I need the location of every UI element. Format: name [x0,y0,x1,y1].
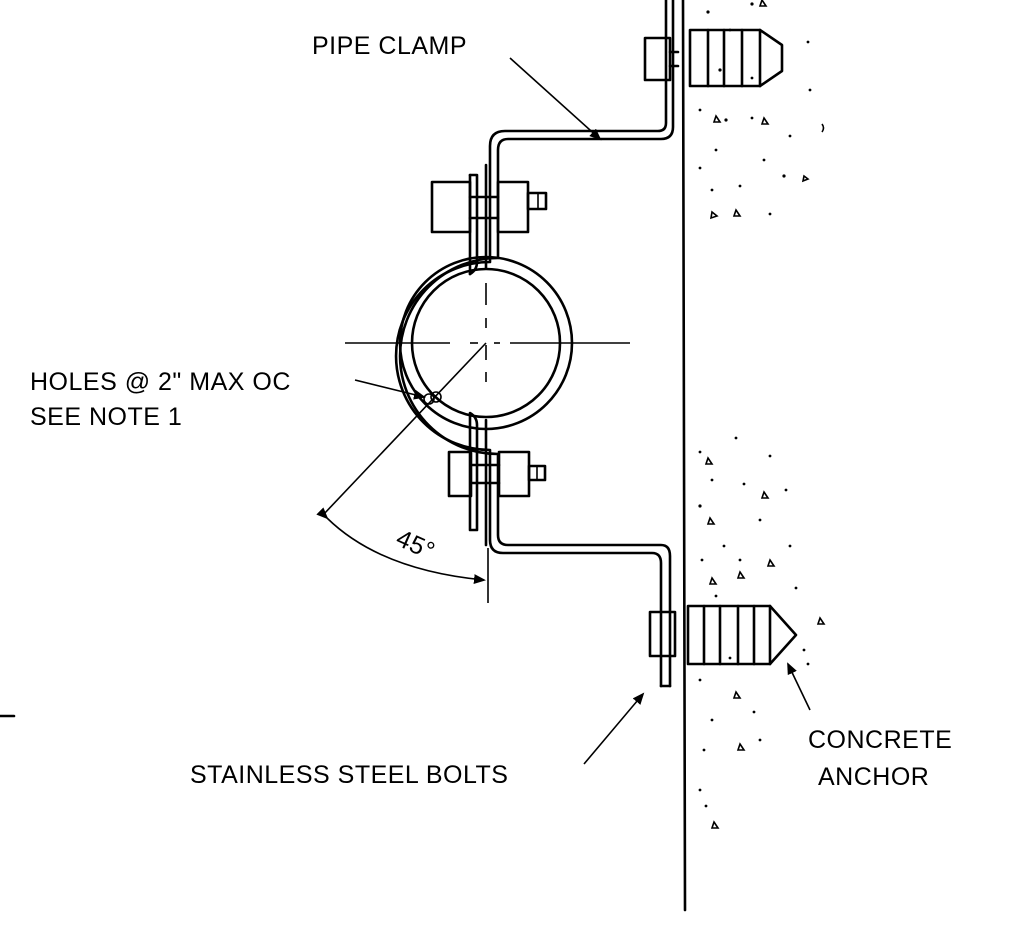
wall-face-line [681,0,687,912]
clamp-ears [468,163,488,547]
angle-dimension: 45° [316,342,487,585]
clamp-bolt-upper [430,180,548,234]
bolts-label: STAINLESS STEEL BOLTS [190,761,508,789]
anchor-label-line2: ANCHOR [818,763,929,791]
centerlines [345,283,630,603]
anchor-label-line1: CONCRETE [808,726,952,754]
angle-label: 45° [392,524,439,566]
clamp-bolt-lower [447,450,547,498]
pipe-clamp-label: PIPE CLAMP [312,32,467,60]
holes-label-line2: SEE NOTE 1 [30,403,182,431]
holes-label-line1: HOLES @ 2" MAX OC [30,368,291,396]
top-anchor-bolt [643,28,784,88]
concrete-texture [698,0,826,829]
bottom-anchor-bolt [648,604,798,666]
leaders [354,57,811,765]
